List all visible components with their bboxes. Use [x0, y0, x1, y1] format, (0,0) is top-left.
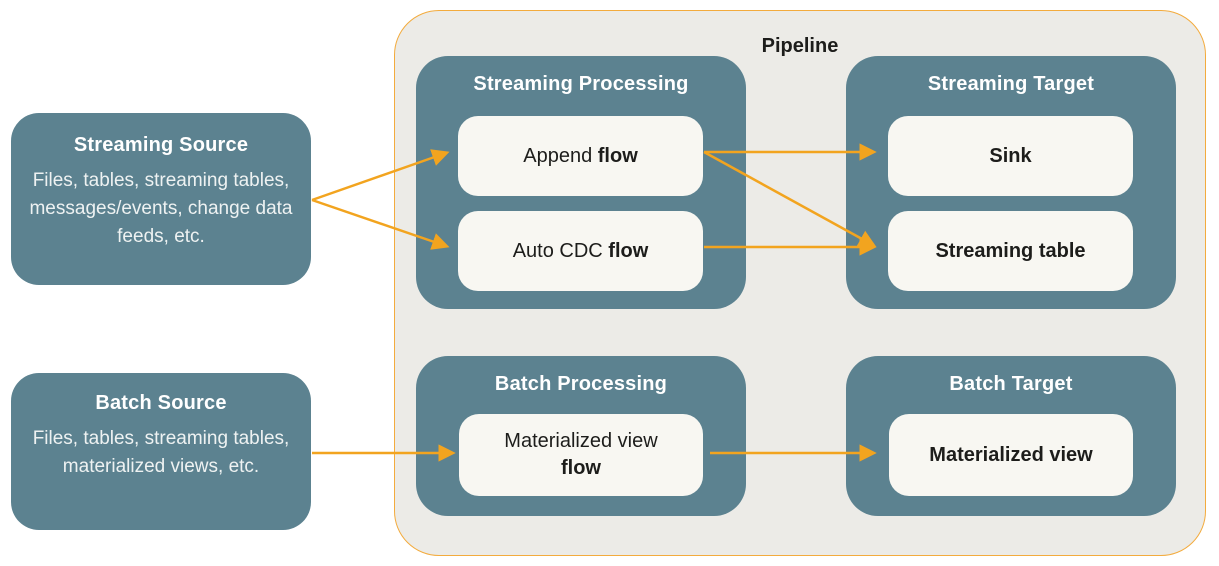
- append-flow-label-bold: flow: [597, 144, 638, 167]
- batch-processing-group: Batch Processing Materialized view flow: [416, 356, 746, 516]
- append-flow-node: Append flow: [458, 116, 703, 196]
- append-flow-label: Append: [523, 144, 593, 167]
- streaming-target-group: Streaming Target Sink Streaming table: [846, 56, 1176, 309]
- pipeline-title: Pipeline: [761, 35, 839, 57]
- pipeline-container: Pipeline Streaming Processing Append flo…: [394, 10, 1206, 556]
- materialized-view-node: Materialized view: [889, 414, 1133, 496]
- batch-source-box: Batch Source Files, tables, streaming ta…: [11, 373, 311, 530]
- batch-source-title: Batch Source: [95, 392, 227, 414]
- streaming-target-title: Streaming Target: [927, 73, 1095, 95]
- streaming-source-box: Streaming Source Files, tables, streamin…: [11, 113, 311, 285]
- streaming-table-node: Streaming table: [888, 211, 1133, 291]
- materialized-view-flow-node: Materialized view flow: [459, 414, 703, 496]
- streaming-source-title: Streaming Source: [73, 134, 249, 156]
- streaming-table-label: Streaming table: [935, 239, 1086, 262]
- streaming-processing-group: Streaming Processing Append flow Auto CD…: [416, 56, 746, 309]
- batch-target-group: Batch Target Materialized view: [846, 356, 1176, 516]
- auto-cdc-flow-label: Auto CDC: [512, 239, 603, 262]
- auto-cdc-flow-label-bold: flow: [608, 239, 649, 262]
- streaming-processing-title: Streaming Processing: [473, 73, 689, 95]
- streaming-source-description: Files, tables, streaming tables, message…: [29, 170, 293, 247]
- materialized-view-flow-label-bold: flow: [560, 457, 601, 479]
- sink-node: Sink: [888, 116, 1133, 196]
- batch-target-title: Batch Target: [949, 373, 1073, 395]
- materialized-view-label: Materialized view: [929, 443, 1093, 466]
- auto-cdc-flow-node: Auto CDC flow: [458, 211, 703, 291]
- batch-source-description: Files, tables, streaming tables, materia…: [32, 428, 290, 477]
- materialized-view-flow-label: Materialized view: [504, 430, 658, 452]
- batch-processing-title: Batch Processing: [494, 373, 668, 395]
- sink-label: Sink: [989, 144, 1032, 167]
